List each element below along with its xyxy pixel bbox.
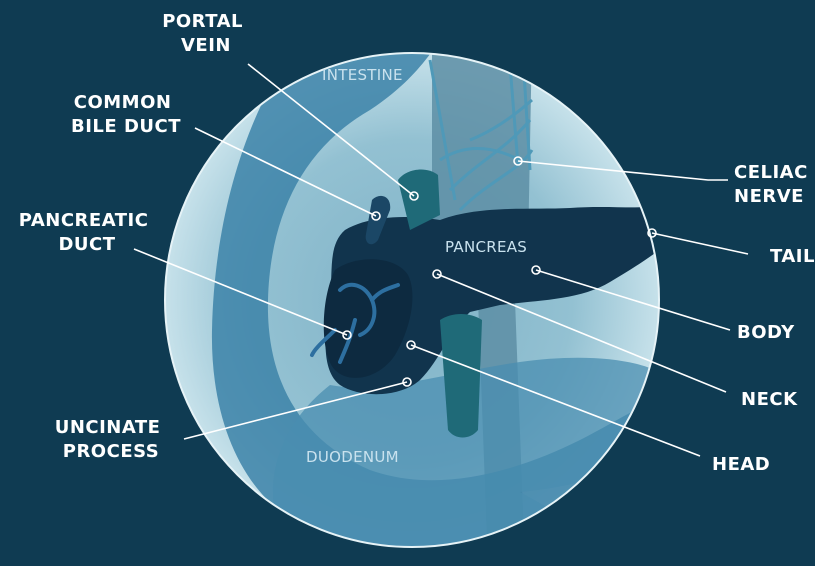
label-portal-vein: PORTAL VEIN — [162, 11, 250, 56]
label-pancreatic-duct: PANCREATIC DUCT — [19, 210, 155, 255]
label-celiac-nerve-line1: CELIAC — [734, 162, 808, 183]
label-uncinate-process-line1: UNCINATE — [55, 417, 161, 438]
label-pancreatic-duct-line1: PANCREATIC — [19, 210, 149, 231]
label-uncinate-process: UNCINATE PROCESS — [55, 417, 168, 462]
label-common-bile-duct-line2: BILE DUCT — [71, 116, 181, 137]
label-portal-vein-line1: PORTAL — [162, 11, 243, 32]
label-celiac-nerve-line2: NERVE — [734, 186, 804, 207]
label-common-bile-duct: COMMON BILE DUCT — [71, 92, 181, 137]
label-portal-vein-line2: VEIN — [181, 35, 231, 56]
label-tail: TAIL — [770, 246, 815, 267]
label-head: HEAD — [712, 454, 770, 475]
label-celiac-nerve: CELIAC NERVE — [734, 162, 815, 207]
leader-tail — [652, 233, 748, 254]
label-uncinate-process-line2: PROCESS — [63, 441, 159, 462]
label-pancreatic-duct-line2: DUCT — [58, 234, 115, 255]
region-label-intestine: INTESTINE — [322, 66, 403, 84]
region-label-duodenum: DUODENUM — [306, 448, 399, 466]
label-common-bile-duct-line1: COMMON — [74, 92, 172, 113]
region-label-pancreas: PANCREAS — [445, 238, 527, 256]
label-neck: NECK — [741, 389, 798, 410]
label-body: BODY — [737, 322, 795, 343]
